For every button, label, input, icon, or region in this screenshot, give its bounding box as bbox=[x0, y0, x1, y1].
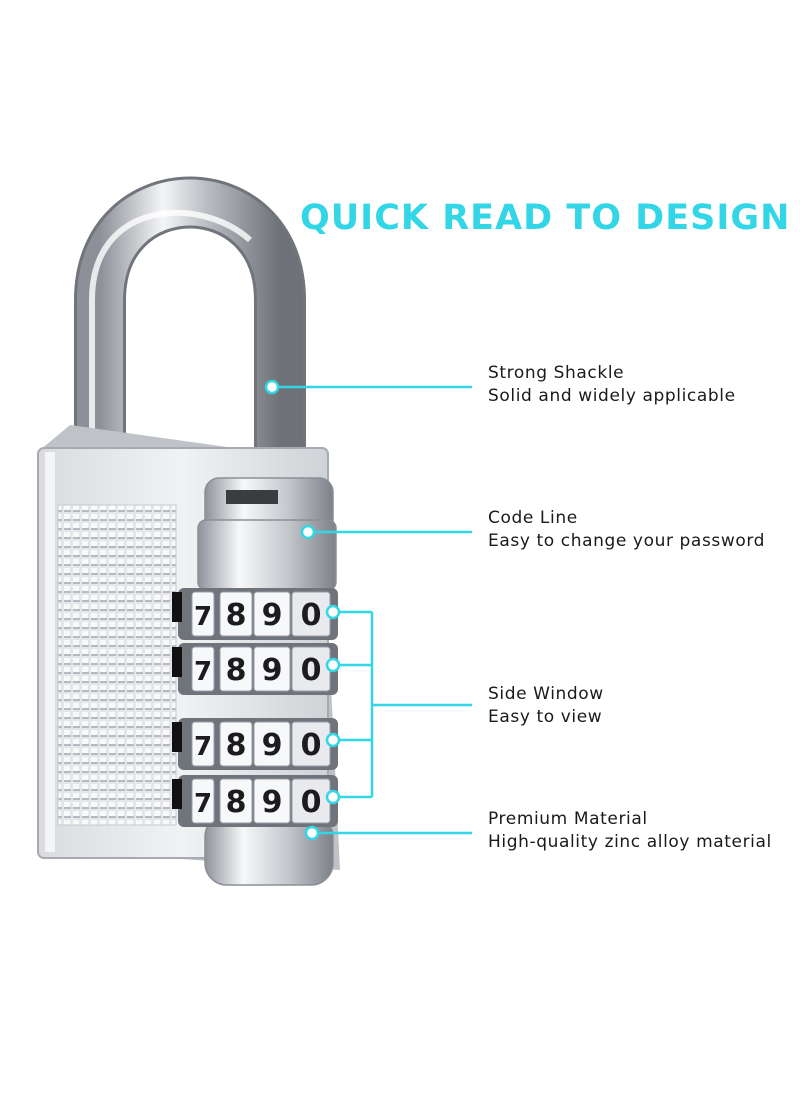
page-heading: QUICK READ TO DESIGN bbox=[300, 198, 791, 238]
dial-digit: 8 bbox=[226, 653, 247, 688]
dial-digit: 8 bbox=[226, 598, 247, 633]
feature-description: Easy to view bbox=[488, 707, 603, 727]
dial-wheel[interactable] bbox=[191, 721, 215, 767]
feature-description: High-quality zinc alloy material bbox=[488, 832, 772, 852]
dial-digit: 7 bbox=[194, 602, 212, 632]
dial-row-slot bbox=[172, 722, 182, 752]
dial-wheel[interactable] bbox=[191, 591, 215, 637]
dial-wheel[interactable] bbox=[253, 721, 291, 767]
dial-wheel[interactable] bbox=[219, 721, 253, 767]
dial-row-slot bbox=[172, 592, 182, 622]
dial-digit: 7 bbox=[194, 789, 212, 819]
feature-description: Solid and widely applicable bbox=[488, 386, 736, 406]
dial-wheel[interactable] bbox=[191, 778, 215, 824]
feature-side-window: Side Window Easy to view bbox=[488, 683, 798, 729]
dial-wheel[interactable] bbox=[191, 646, 215, 692]
feature-premium-material: Premium Material High-quality zinc alloy… bbox=[488, 808, 798, 854]
lock-cylinder bbox=[197, 477, 337, 886]
dial-wheel[interactable] bbox=[219, 778, 253, 824]
dial-digit: 8 bbox=[226, 728, 247, 763]
dial-digit: 8 bbox=[226, 785, 247, 820]
dial-digit: 7 bbox=[194, 732, 212, 762]
dial-wheel[interactable] bbox=[253, 591, 291, 637]
dial-digit: 0 bbox=[301, 598, 322, 633]
dial-wheel[interactable] bbox=[219, 591, 253, 637]
dial-digit: 9 bbox=[262, 785, 283, 820]
dial-wheel[interactable] bbox=[219, 646, 253, 692]
feature-description: Easy to change your password bbox=[488, 531, 766, 551]
dial-wheel[interactable] bbox=[253, 646, 291, 692]
dial-digit: 9 bbox=[262, 598, 283, 633]
lock-shackle bbox=[74, 176, 306, 510]
dial-row-slot bbox=[172, 779, 182, 809]
dial-digit: 9 bbox=[262, 653, 283, 688]
feature-title: Side Window bbox=[488, 684, 604, 704]
dial-wheel[interactable] bbox=[253, 778, 291, 824]
dial-digit: 9 bbox=[262, 728, 283, 763]
dial-digit: 0 bbox=[301, 653, 322, 688]
feature-title: Strong Shackle bbox=[488, 363, 625, 383]
dial-digit: 0 bbox=[301, 728, 322, 763]
feature-strong-shackle: Strong Shackle Solid and widely applicab… bbox=[488, 362, 798, 408]
dial-row-slot bbox=[172, 647, 182, 677]
dial-digit: 0 bbox=[301, 785, 322, 820]
feature-title: Code Line bbox=[488, 508, 578, 528]
feature-title: Premium Material bbox=[488, 809, 648, 829]
callout-lines bbox=[264, 379, 472, 841]
dial-digit: 7 bbox=[194, 657, 212, 687]
feature-code-line: Code Line Easy to change your password bbox=[488, 507, 798, 553]
